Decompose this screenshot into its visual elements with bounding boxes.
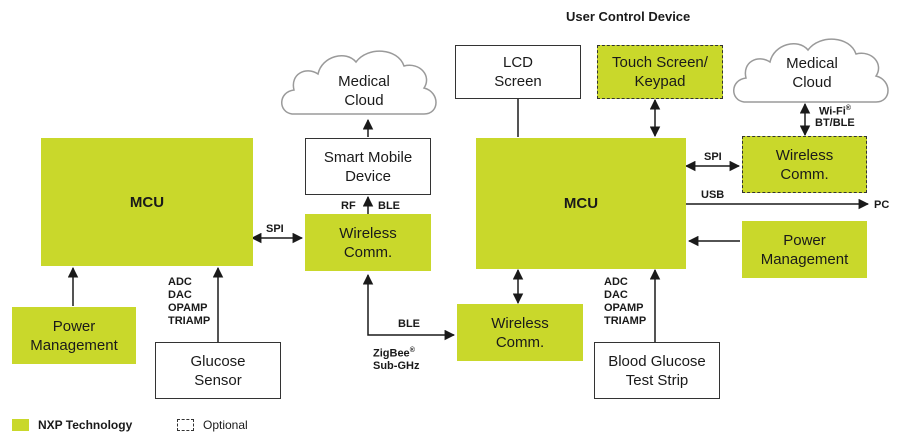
smart-mobile-device: Smart Mobile Device [305, 138, 431, 195]
label-subghz: Sub-GHz [373, 360, 420, 372]
mcu-left: MCU [41, 138, 253, 266]
lcd-screen: LCD Screen [455, 45, 581, 99]
label-pc: PC [874, 199, 890, 211]
legend-optional-swatch [177, 419, 194, 431]
label-spi-right: SPI [704, 151, 722, 163]
power-management-right: Power Management [742, 221, 867, 278]
mcu-right: MCU [476, 138, 686, 269]
label-spi-left: SPI [266, 223, 284, 235]
legend-nxp-label: NXP Technology [38, 418, 133, 432]
label-ble-link: BLE [398, 318, 420, 330]
glucose-sensor: Glucose Sensor [155, 342, 281, 399]
label-rf: RF [341, 200, 356, 212]
label-usb: USB [701, 189, 725, 201]
legend-nxp-swatch [12, 419, 29, 431]
power-management-left: Power Management [12, 307, 136, 364]
label-wifi: Wi-Fi® [819, 105, 851, 118]
registered-mark: ® [845, 105, 851, 112]
arrow-ble-link [362, 273, 456, 341]
legend-nxp: NXP Technology [12, 418, 132, 432]
label-analog-right: ADC DAC OPAMP TRIAMP [604, 276, 647, 327]
cloud-shape-right [733, 38, 889, 103]
label-analog-left: ADC DAC OPAMP TRIAMP [168, 276, 211, 327]
touch-screen-keypad: Touch Screen/ Keypad [597, 45, 723, 99]
blood-glucose-test-strip: Blood Glucose Test Strip [594, 342, 720, 399]
user-control-device-title: User Control Device [566, 9, 691, 24]
medical-cloud-right: Medical Cloud [786, 55, 838, 91]
wireless-comm-right: Wireless Comm. [742, 136, 867, 193]
label-zigbee: ZigBee® [373, 347, 415, 360]
legend-optional-label: Optional [203, 418, 248, 432]
label-bt-ble: BT/BLE [815, 117, 855, 129]
medical-cloud-left: Medical Cloud [338, 73, 390, 109]
wireless-comm-middle: Wireless Comm. [457, 304, 583, 361]
registered-mark: ® [409, 347, 415, 354]
wireless-comm-left: Wireless Comm. [305, 214, 431, 271]
label-ble-top: BLE [378, 200, 400, 212]
cloud-shape-left [281, 50, 437, 115]
legend-optional: Optional [177, 418, 248, 432]
